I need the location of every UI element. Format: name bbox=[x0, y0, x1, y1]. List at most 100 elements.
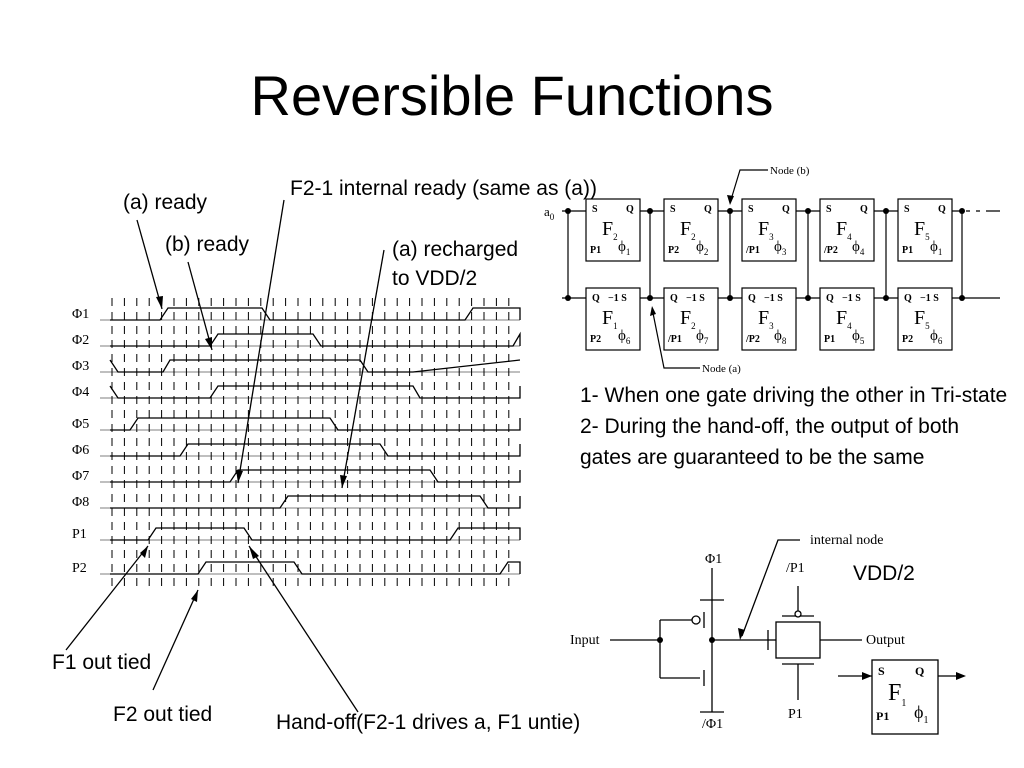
svg-text:ϕ4: ϕ4 bbox=[852, 239, 865, 257]
label-a-ready: (a) ready bbox=[123, 191, 208, 214]
svg-text:F2: F2 bbox=[680, 307, 696, 331]
svg-text:−1 S: −1 S bbox=[842, 293, 861, 304]
signal-label-8: Φ8 bbox=[72, 495, 89, 510]
svg-text:F5: F5 bbox=[914, 307, 930, 331]
signal-label-2: Φ2 bbox=[72, 333, 89, 348]
svg-text:/P2: /P2 bbox=[823, 245, 838, 256]
note-2: 2- During the hand-off, the output of bo… bbox=[580, 415, 960, 469]
arrow-a-ready bbox=[136, 219, 163, 310]
svg-text:P1: P1 bbox=[824, 334, 835, 345]
arrow-f21-ready bbox=[237, 199, 285, 484]
svg-text:ϕ1: ϕ1 bbox=[914, 702, 928, 726]
signal-label-9: P1 bbox=[72, 527, 87, 542]
circuit-dots bbox=[657, 628, 966, 680]
svg-text:F5: F5 bbox=[914, 218, 930, 242]
circuit-internal-node-label: internal node bbox=[810, 533, 883, 548]
arrow-a-recharged bbox=[341, 249, 385, 489]
svg-text:Q: Q bbox=[592, 293, 600, 304]
svg-text:P2: P2 bbox=[902, 334, 913, 345]
circuit-phi1-label: Φ1 bbox=[705, 552, 722, 567]
pipeline-gate-top-3: S Q F3/P1 ϕ3 bbox=[741, 198, 797, 262]
label-b-ready: (b) ready bbox=[165, 233, 250, 256]
pipeline-input-label: a0 bbox=[544, 204, 555, 222]
svg-text:Q: Q bbox=[782, 204, 790, 215]
label-f1-out-tied: F1 out tied bbox=[52, 651, 152, 674]
svg-text:ϕ7: ϕ7 bbox=[696, 328, 709, 346]
circuit-output-label: Output bbox=[866, 633, 905, 648]
svg-text:F1: F1 bbox=[602, 307, 618, 331]
timing-waveforms bbox=[100, 307, 521, 575]
pipeline-node-b-label: Node (b) bbox=[770, 165, 810, 177]
svg-text:Q: Q bbox=[704, 204, 712, 215]
label-hand-off: Hand-off(F2-1 drives a, F1 untie) bbox=[276, 711, 581, 734]
pipeline-gate-top-4: S Q F4/P2 ϕ4 bbox=[819, 198, 875, 262]
svg-text:ϕ6: ϕ6 bbox=[618, 328, 631, 346]
svg-text:Q: Q bbox=[860, 204, 868, 215]
label-f2-out-tied: F2 out tied bbox=[113, 703, 213, 726]
arrow-f2-out-tied bbox=[152, 589, 199, 691]
svg-text:ϕ8: ϕ8 bbox=[774, 328, 787, 346]
slide-title: Reversible Functions bbox=[250, 64, 774, 127]
svg-text:S: S bbox=[878, 664, 885, 678]
svg-text:P1: P1 bbox=[876, 709, 889, 723]
label-a-recharged: (a) recharged bbox=[392, 238, 519, 261]
svg-text:Q: Q bbox=[748, 293, 756, 304]
svg-text:ϕ1: ϕ1 bbox=[930, 239, 942, 257]
svg-text:Q: Q bbox=[938, 204, 946, 215]
circuit-wires bbox=[610, 539, 964, 735]
circuit-p1-label: P1 bbox=[788, 707, 803, 722]
svg-text:−1 S: −1 S bbox=[608, 293, 627, 304]
svg-text:P2: P2 bbox=[590, 334, 601, 345]
svg-text:ϕ6: ϕ6 bbox=[930, 328, 943, 346]
svg-text:P1: P1 bbox=[902, 245, 913, 256]
svg-text:P2: P2 bbox=[668, 245, 679, 256]
svg-text:F3: F3 bbox=[758, 218, 774, 242]
annotation-arrows bbox=[65, 199, 385, 713]
svg-text:S: S bbox=[826, 204, 832, 215]
circuit-input-label: Input bbox=[570, 633, 600, 648]
pipeline-nodes bbox=[565, 195, 965, 316]
svg-text:−1 S: −1 S bbox=[920, 293, 939, 304]
svg-text:ϕ5: ϕ5 bbox=[852, 328, 865, 346]
svg-text:S: S bbox=[592, 204, 598, 215]
svg-text:Q: Q bbox=[826, 293, 834, 304]
svg-text:F2: F2 bbox=[602, 218, 618, 242]
gate-symbol: S Q F1 P1 ϕ1 bbox=[876, 664, 928, 726]
svg-text:/P2: /P2 bbox=[745, 334, 760, 345]
svg-text:Q: Q bbox=[670, 293, 678, 304]
svg-text:ϕ2: ϕ2 bbox=[696, 239, 708, 257]
arrow-b-ready bbox=[187, 261, 213, 351]
signal-label-3: Φ3 bbox=[72, 359, 89, 374]
svg-text:S: S bbox=[904, 204, 910, 215]
arrow-f1-out-tied bbox=[65, 545, 149, 651]
svg-text:ϕ3: ϕ3 bbox=[774, 239, 787, 257]
notes: 1- When one gate driving the other in Tr… bbox=[580, 380, 1010, 473]
svg-text:ϕ1: ϕ1 bbox=[618, 239, 630, 257]
label-f21-internal-ready: F2-1 internal ready (same as (a)) bbox=[290, 177, 597, 200]
circuit-nphi1-label: /Φ1 bbox=[702, 717, 723, 732]
svg-text:F4: F4 bbox=[836, 218, 852, 242]
signal-label-10: P2 bbox=[72, 561, 87, 576]
note-1: 1- When one gate driving the other in Tr… bbox=[580, 384, 1008, 407]
svg-text:F1: F1 bbox=[888, 680, 906, 709]
signal-label-6: Φ6 bbox=[72, 443, 89, 458]
svg-text:Q: Q bbox=[626, 204, 634, 215]
svg-text:S: S bbox=[748, 204, 754, 215]
signal-label-1: Φ1 bbox=[72, 307, 89, 322]
svg-text:/P1: /P1 bbox=[745, 245, 760, 256]
svg-text:F4: F4 bbox=[836, 307, 852, 331]
svg-text:Q: Q bbox=[904, 293, 912, 304]
circuit-np1-label: /P1 bbox=[786, 561, 805, 576]
